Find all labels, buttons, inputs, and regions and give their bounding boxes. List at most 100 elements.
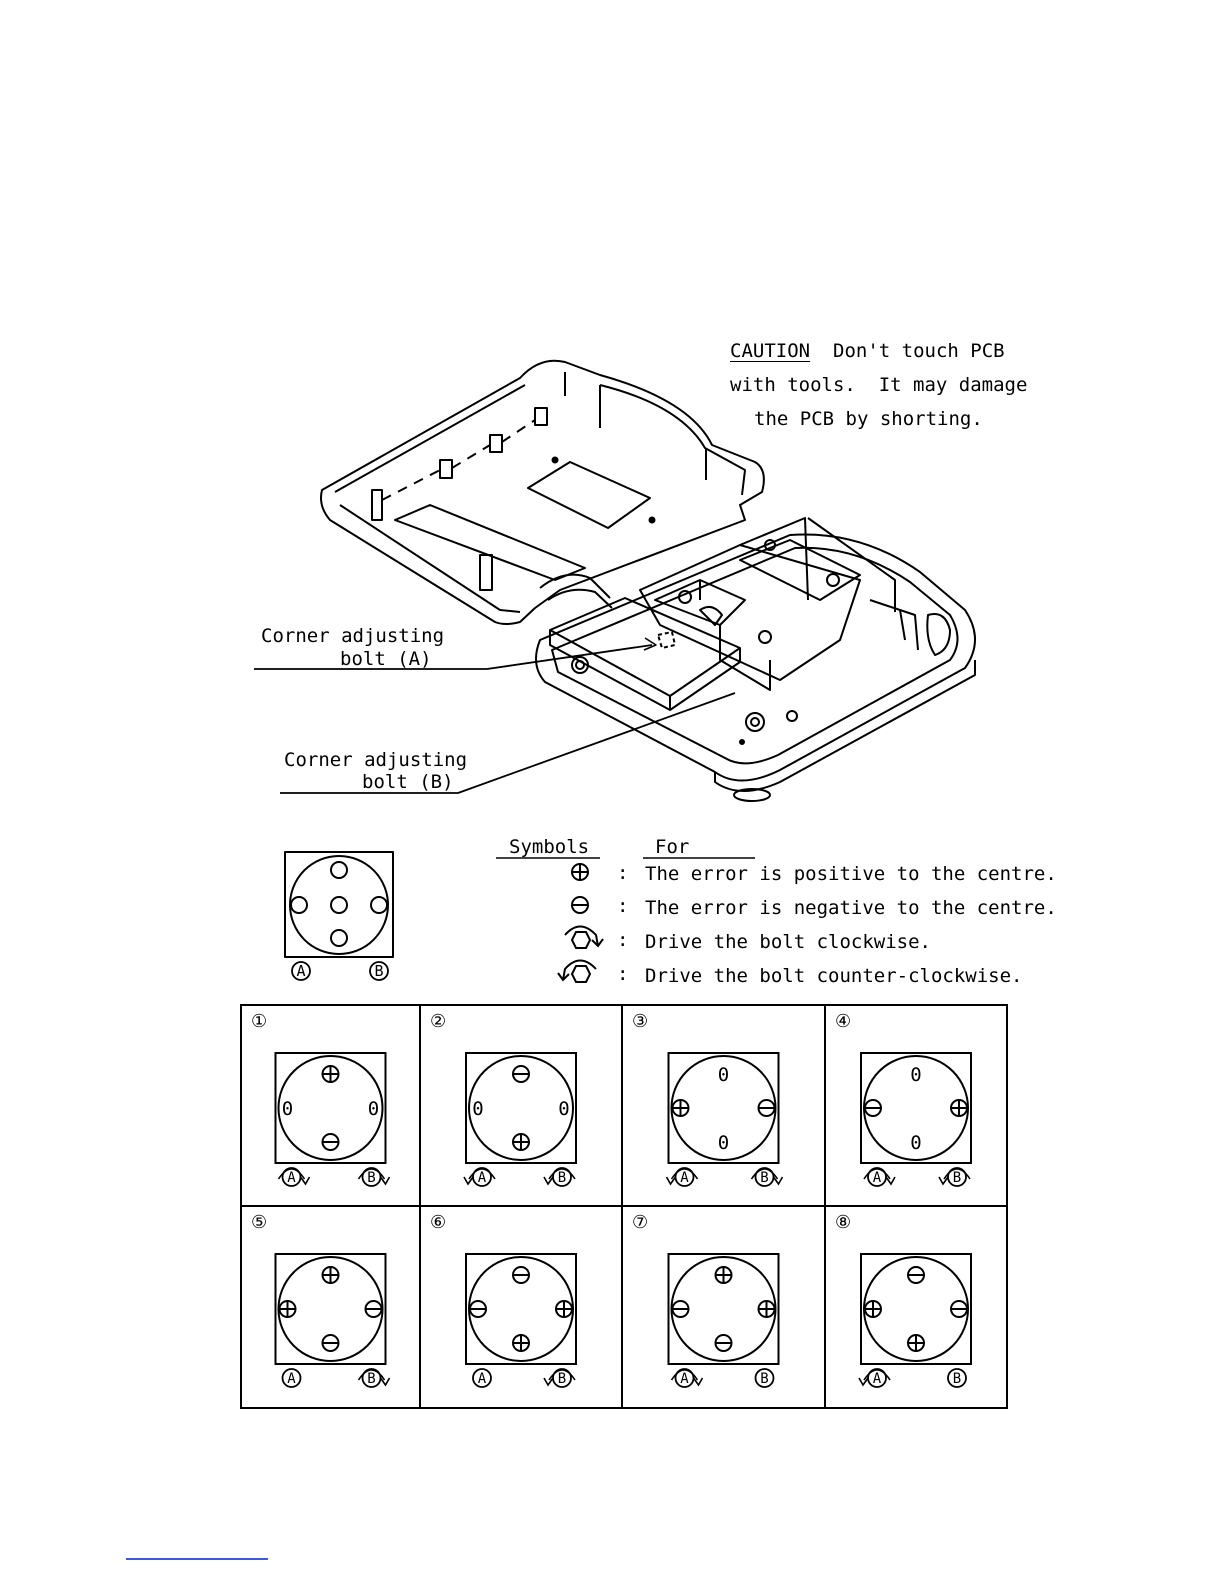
bolt-b-label-line-1: Corner adjusting	[284, 749, 468, 771]
lid-outline	[320, 359, 765, 625]
plus-circle-icon	[864, 1300, 882, 1318]
svg-text:B: B	[760, 1371, 768, 1387]
counter-clockwise-arrow-icon	[543, 1168, 576, 1186]
case-box	[274, 1253, 387, 1365]
bolt-a-icon: A	[472, 1368, 492, 1388]
svg-text:A: A	[478, 1371, 487, 1387]
case-box	[860, 1052, 972, 1164]
plus-circle-icon	[571, 863, 589, 881]
reference-circle	[289, 855, 389, 955]
case-box	[860, 1253, 972, 1365]
ribbon-cable	[539, 573, 613, 609]
plus-circle-icon	[714, 1266, 733, 1284]
pcb-board	[549, 597, 741, 711]
svg-text:A: A	[478, 1170, 487, 1186]
leader-bolt-a	[254, 644, 653, 670]
bolt-b-icon: B	[357, 1167, 391, 1187]
plus-circle-icon	[278, 1300, 297, 1318]
bolt-b-icon: B	[357, 1368, 391, 1388]
base-rim	[551, 546, 959, 765]
svg-text:B: B	[367, 1170, 375, 1186]
svg-text:A: A	[287, 1371, 296, 1387]
case-box	[667, 1253, 780, 1365]
legend-header-symbols: Symbols	[509, 836, 590, 858]
zero-marker: 0	[910, 1132, 921, 1154]
minus-circle-icon	[469, 1300, 487, 1318]
bolt-a-icon: A	[858, 1368, 891, 1388]
case-circle	[277, 1055, 384, 1161]
caution-line-1: Don't touch PCB	[833, 340, 1005, 362]
base-outline	[535, 533, 976, 782]
ref-bolt-a-label: A	[296, 962, 305, 980]
case-number-5: ⑤	[251, 1212, 268, 1233]
minus-circle-icon	[364, 1300, 383, 1318]
bolt-a-label-line-2: bolt (A)	[340, 648, 432, 670]
minus-circle-icon	[321, 1334, 340, 1352]
bolt-a-icon: A	[463, 1167, 496, 1187]
svg-text:A: A	[287, 1170, 296, 1186]
bolt-b-icon: B	[750, 1167, 784, 1187]
bolt-b-label-line-2: bolt (B)	[362, 771, 454, 793]
svg-text:B: B	[558, 1371, 566, 1387]
clockwise-arrow-icon	[357, 1168, 391, 1186]
bolt-a-icon: A	[281, 1368, 302, 1388]
bolt-b-icon: B	[947, 1368, 967, 1388]
zero-marker: 0	[282, 1098, 293, 1120]
clockwise-arrow-icon	[863, 1168, 896, 1186]
counter-clockwise-arrow-icon	[463, 1168, 496, 1186]
legend-row-positive: The error is positive to the centre.	[645, 863, 1057, 885]
bolt-b-icon: B	[543, 1167, 576, 1187]
minus-circle-icon	[864, 1099, 882, 1117]
lid-slot	[394, 504, 586, 581]
hex-cw-icon	[564, 925, 604, 949]
plus-circle-icon	[671, 1099, 690, 1117]
plus-circle-icon	[757, 1300, 776, 1318]
case-box	[667, 1052, 780, 1164]
clockwise-arrow-icon	[357, 1369, 391, 1387]
caution-line-2: with tools. It may damage	[730, 374, 1028, 396]
svg-text:B: B	[367, 1371, 375, 1387]
svg-text:B: B	[953, 1371, 961, 1387]
case-number-6: ⑥	[430, 1212, 447, 1233]
minus-circle-icon	[512, 1266, 530, 1284]
bolt-a-icon: A	[670, 1368, 704, 1388]
plus-circle-icon	[555, 1300, 573, 1318]
plus-circle-icon	[512, 1133, 530, 1151]
case-circle	[468, 1055, 574, 1161]
legend-colon: :	[617, 963, 629, 985]
case-box	[465, 1052, 577, 1164]
plus-circle-icon	[321, 1065, 340, 1083]
bolt-a-label-line-1: Corner adjusting	[261, 625, 445, 647]
caution-line-3: the PCB by shorting.	[754, 408, 983, 430]
minus-circle-icon	[757, 1099, 776, 1117]
zero-marker: 0	[910, 1064, 921, 1086]
svg-text:A: A	[680, 1170, 689, 1186]
counter-clockwise-arrow-icon	[543, 1369, 576, 1387]
minus-circle-icon	[950, 1300, 968, 1318]
legend-colon: :	[617, 862, 629, 884]
lid-window	[527, 461, 651, 529]
zero-marker: 0	[558, 1098, 569, 1120]
zero-marker: 0	[368, 1098, 379, 1120]
svg-text:A: A	[680, 1371, 689, 1387]
bolt-b-icon: B	[938, 1167, 971, 1187]
counter-clockwise-arrow-icon	[665, 1168, 699, 1186]
case-number-2: ②	[430, 1011, 447, 1032]
caution-title: CAUTION	[730, 340, 811, 362]
case-number-4: ④	[835, 1011, 852, 1032]
minus-circle-icon	[671, 1300, 690, 1318]
hex-ccw-icon	[557, 959, 597, 983]
bolt-a-icon: A	[665, 1167, 699, 1187]
legend-row-clockwise: Drive the bolt clockwise.	[645, 931, 931, 953]
svg-text:B: B	[953, 1170, 961, 1186]
case-box	[274, 1052, 387, 1164]
ref-bolt-b-label: B	[374, 962, 383, 980]
reference-box	[284, 851, 394, 958]
case-number-3: ③	[632, 1011, 649, 1032]
